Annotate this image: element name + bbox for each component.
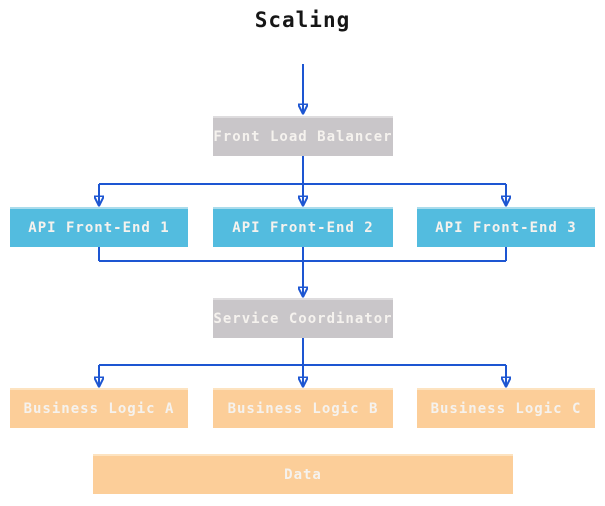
diagram-title: Scaling bbox=[254, 8, 351, 32]
node-business-logic-c: Business Logic C bbox=[417, 388, 595, 428]
node-api-front-end-3: API Front-End 3 bbox=[417, 207, 595, 247]
node-business-logic-a: Business Logic A bbox=[10, 388, 188, 428]
node-data: Data bbox=[93, 454, 513, 494]
node-api-front-end-1: API Front-End 1 bbox=[10, 207, 188, 247]
node-business-logic-b: Business Logic B bbox=[213, 388, 393, 428]
node-api-front-end-2: API Front-End 2 bbox=[213, 207, 393, 247]
node-front-load-balancer: Front Load Balancer bbox=[213, 116, 393, 156]
node-service-coordinator: Service Coordinator bbox=[213, 298, 393, 338]
